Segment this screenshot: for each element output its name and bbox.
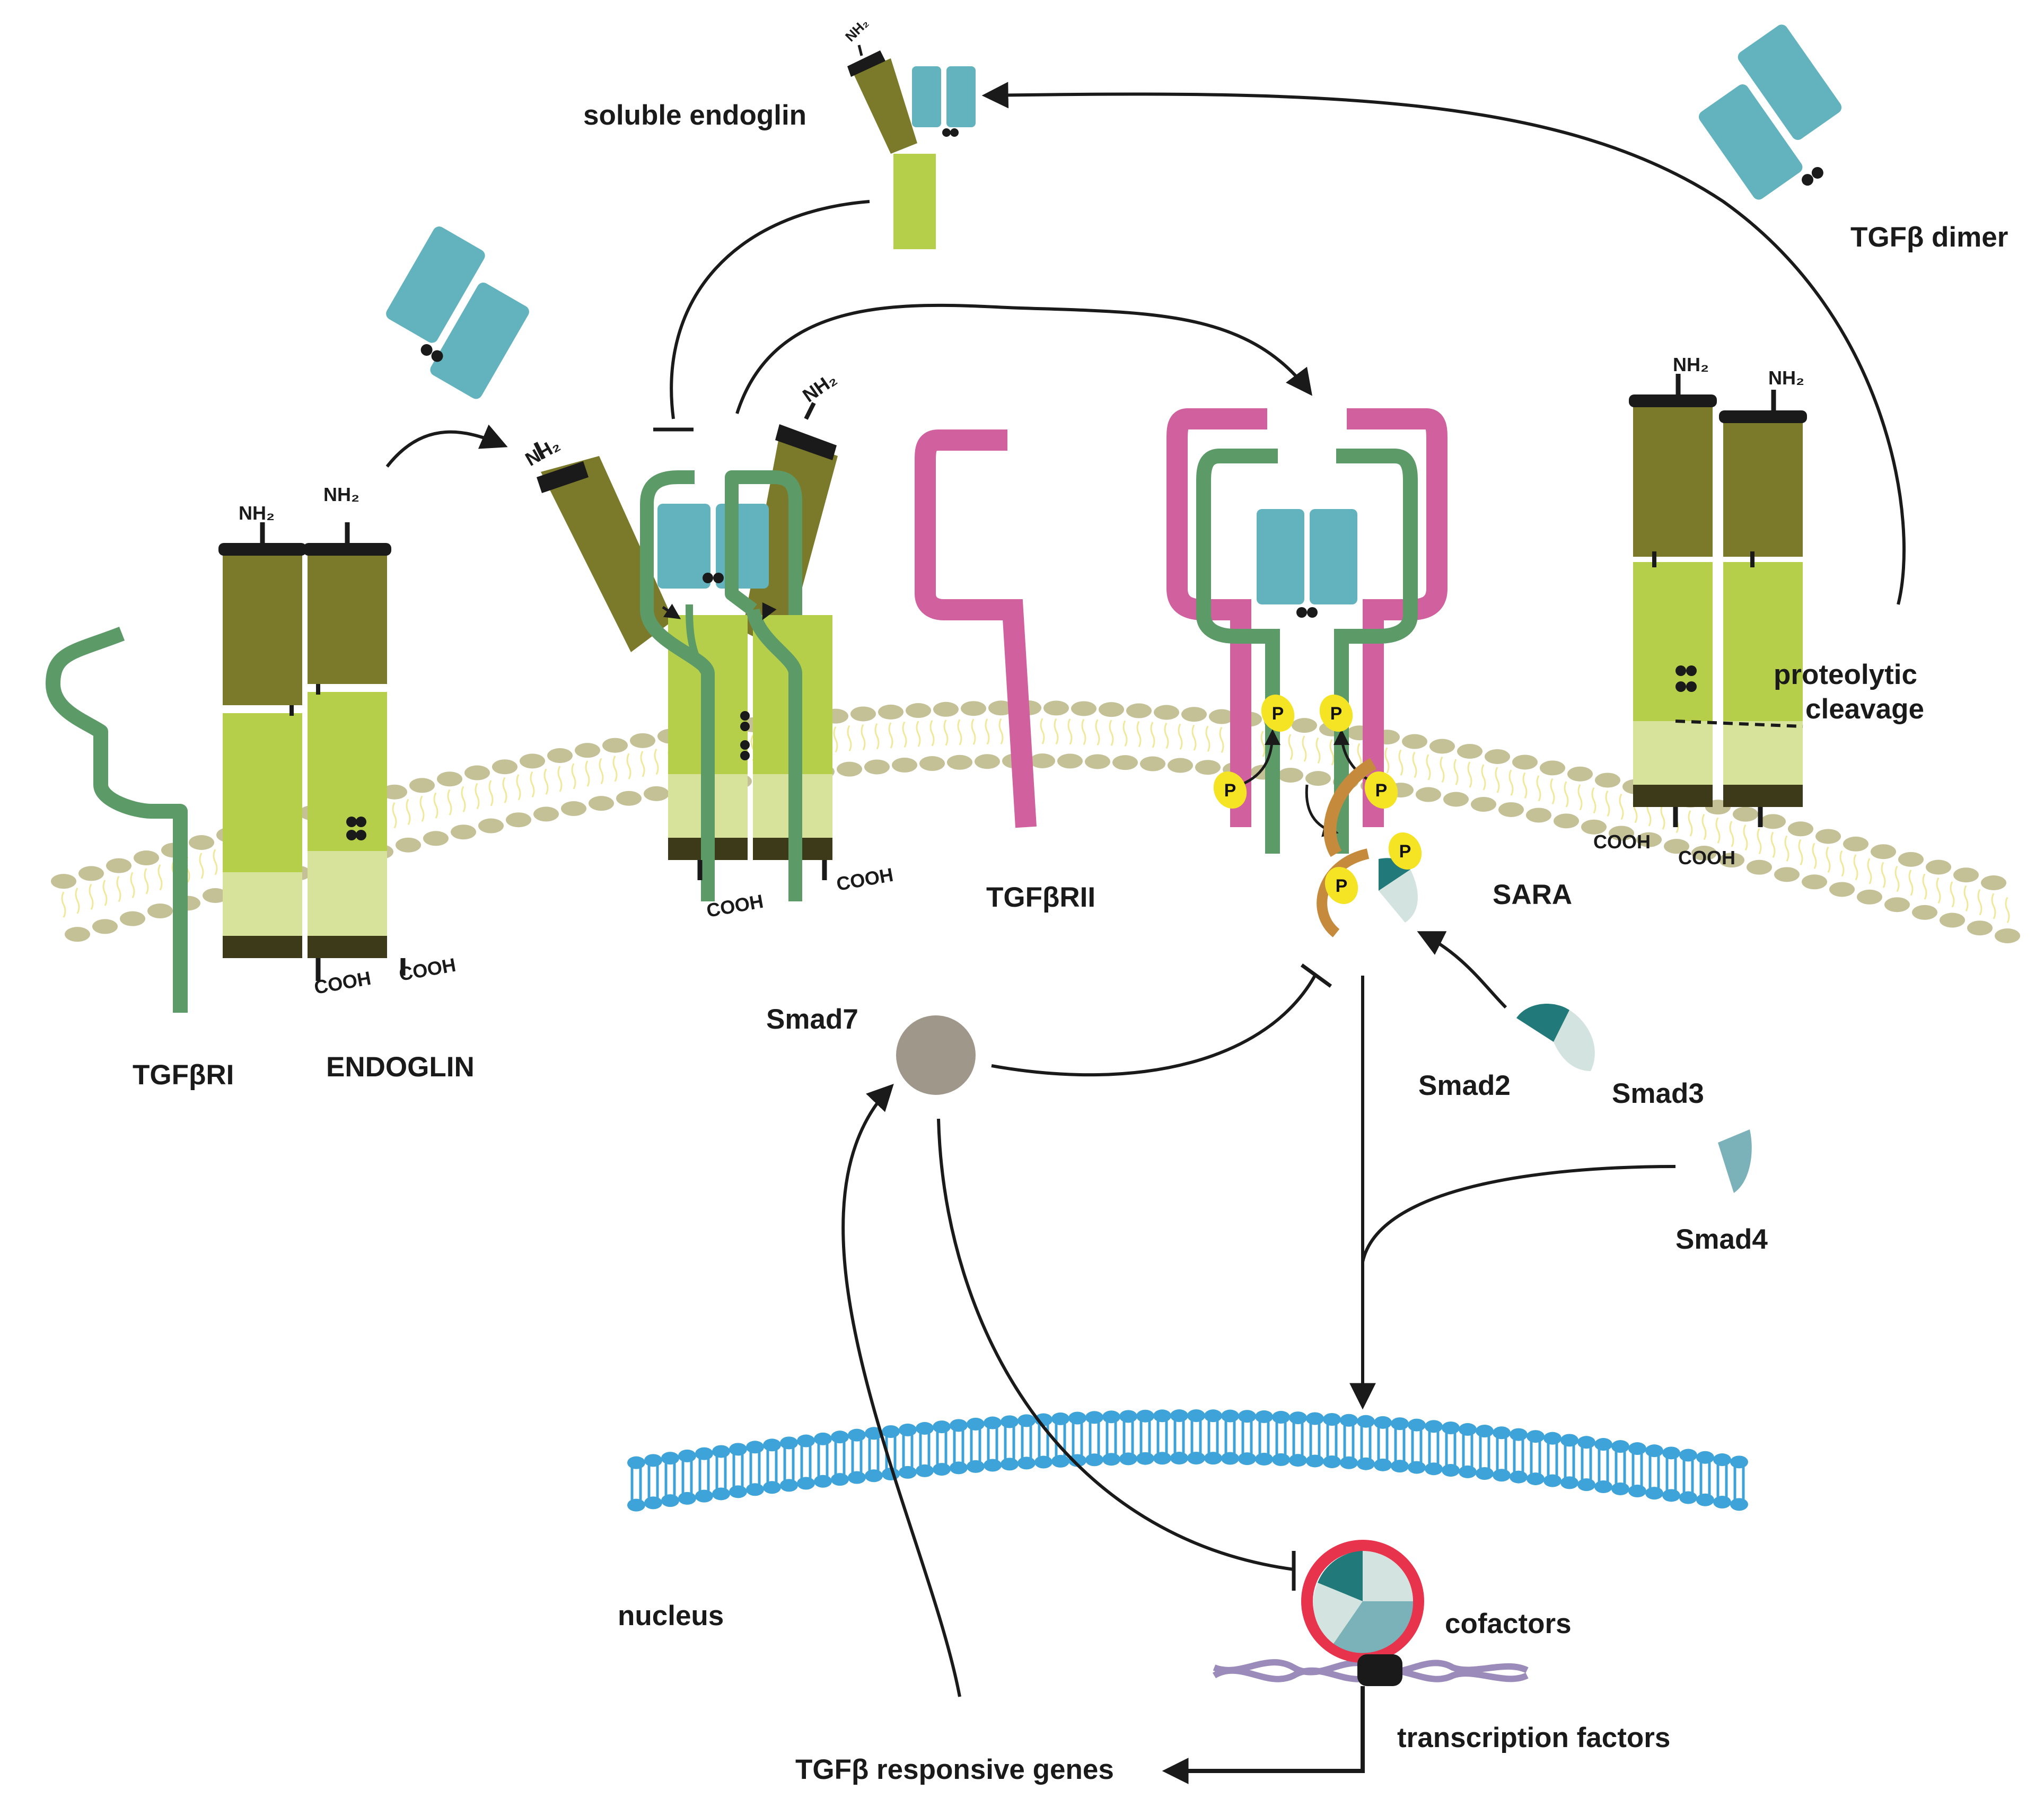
nuclear-smad-complex — [1212, 1540, 1529, 1686]
nh2-label-1: NH₂ — [323, 484, 359, 505]
tgfbrii-receptor — [915, 429, 1037, 828]
phosphate-0: P — [1261, 694, 1295, 732]
label-proteolytic: proteolytic — [1774, 659, 1917, 690]
svg-text:P: P — [1336, 876, 1348, 896]
smad4-free — [1718, 1129, 1752, 1193]
label-smad4: Smad4 — [1675, 1224, 1768, 1255]
label-smad3: Smad3 — [1612, 1078, 1704, 1109]
label-smad7: Smad7 — [766, 1004, 858, 1035]
tgfbri-left-receptor — [46, 626, 188, 1013]
label-tgfbrii: TGFβRII — [986, 882, 1095, 913]
svg-text:P: P — [1330, 704, 1343, 724]
phosphate-group: PPPPPPPP — [1213, 694, 1422, 1652]
phosphate-4: P — [1388, 832, 1422, 870]
label-sara: SARA — [1493, 879, 1572, 910]
label-nucleus: nucleus — [618, 1600, 724, 1631]
nh2-label-3: NH₂ — [799, 368, 840, 407]
sara-arc-bound — [1317, 848, 1370, 937]
label-tgfbri: TGFβRI — [133, 1059, 234, 1091]
sara-arc — [1323, 758, 1377, 857]
cooh-label-3: COOH — [835, 864, 894, 895]
active-receptor-complex — [1166, 408, 1448, 854]
svg-text:P: P — [1224, 780, 1236, 801]
nh2-label-4: NH₂ — [1673, 354, 1709, 375]
svg-text:P: P — [1399, 841, 1411, 862]
label-soluble-endoglin: soluble endoglin — [583, 100, 806, 131]
nh2-label-2: NH₂ — [522, 433, 564, 470]
label-tgfb-dimer: TGFβ dimer — [1850, 222, 2008, 253]
label-cleavage: cleavage — [1805, 694, 1924, 725]
label-transcription-factors: transcription factors — [1397, 1722, 1670, 1753]
svg-text:P: P — [1375, 780, 1388, 801]
nh2-label-5: NH₂ — [1768, 367, 1804, 389]
phosphate-3: P — [1364, 771, 1398, 809]
smad2-free — [1516, 1004, 1569, 1042]
cooh-label-0: COOH — [312, 967, 372, 998]
smad3-bound — [1379, 870, 1418, 923]
nuclear-membrane — [627, 1409, 1748, 1512]
smad3-free — [1554, 1010, 1595, 1071]
nh2-label-6: NH₂ — [842, 15, 872, 45]
terminal-labels: NH₂ NH₂ NH₂ NH₂ NH₂ NH₂ NH₂ COOH COOH COOH COOH COO… — [239, 15, 1804, 998]
label-smad2: Smad2 — [1418, 1070, 1511, 1101]
label-endoglin: ENDOGLIN — [326, 1051, 475, 1083]
endoglin-dimer-right — [1629, 374, 1807, 827]
endoglin-dimer-left — [218, 522, 406, 981]
soluble-endoglin-shape — [847, 45, 976, 249]
tgfb-dimer-top-right — [1698, 24, 1842, 200]
phosphate-2: P — [1213, 771, 1247, 809]
phosphate-1: P — [1319, 694, 1353, 732]
smad7-circle — [896, 1015, 976, 1095]
phosphate-5: P — [1324, 866, 1358, 905]
nh2-label-0: NH₂ — [239, 502, 275, 524]
cooh-label-5: COOH — [1678, 847, 1735, 869]
endoglin-tgfb-complex — [533, 402, 838, 901]
cooh-label-1: COOH — [397, 954, 457, 985]
label-cofactors: cofactors — [1445, 1608, 1572, 1639]
tgfb-dimer-top-left — [386, 226, 529, 399]
svg-text:P: P — [1272, 704, 1284, 724]
pathway-arrows — [385, 82, 1906, 1784]
label-tgfb-responsive-genes: TGFβ responsive genes — [795, 1754, 1114, 1785]
cooh-label-4: COOH — [1593, 831, 1651, 853]
